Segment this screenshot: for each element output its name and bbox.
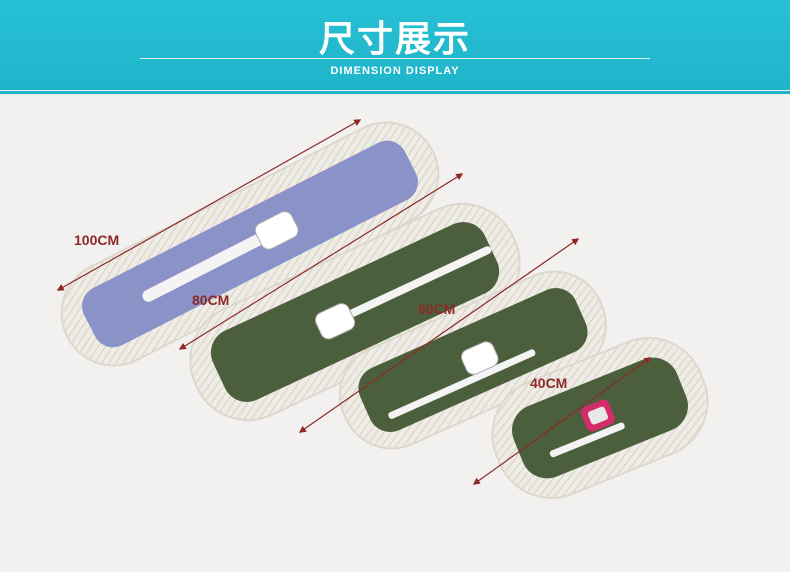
size-label-100cm: 100CM — [74, 232, 120, 248]
header-stripe — [0, 91, 790, 94]
dimension-arrow-40cm — [472, 357, 652, 485]
header-banner: 尺寸展示 DIMENSION DISPLAY — [0, 0, 790, 90]
size-label-60cm: 60CM — [418, 301, 456, 317]
page-subtitle: DIMENSION DISPLAY — [330, 65, 460, 77]
page-title: 尺寸展示 — [318, 19, 471, 60]
mop-illustration — [56, 119, 709, 499]
product-scene: 100CM 80CM 60CM 40CM — [0, 94, 790, 568]
title-divider — [140, 58, 650, 59]
dimension-arrow-60cm — [298, 238, 580, 433]
size-label-80cm: 80CM — [192, 292, 230, 308]
size-label-40cm: 40CM — [530, 375, 568, 391]
